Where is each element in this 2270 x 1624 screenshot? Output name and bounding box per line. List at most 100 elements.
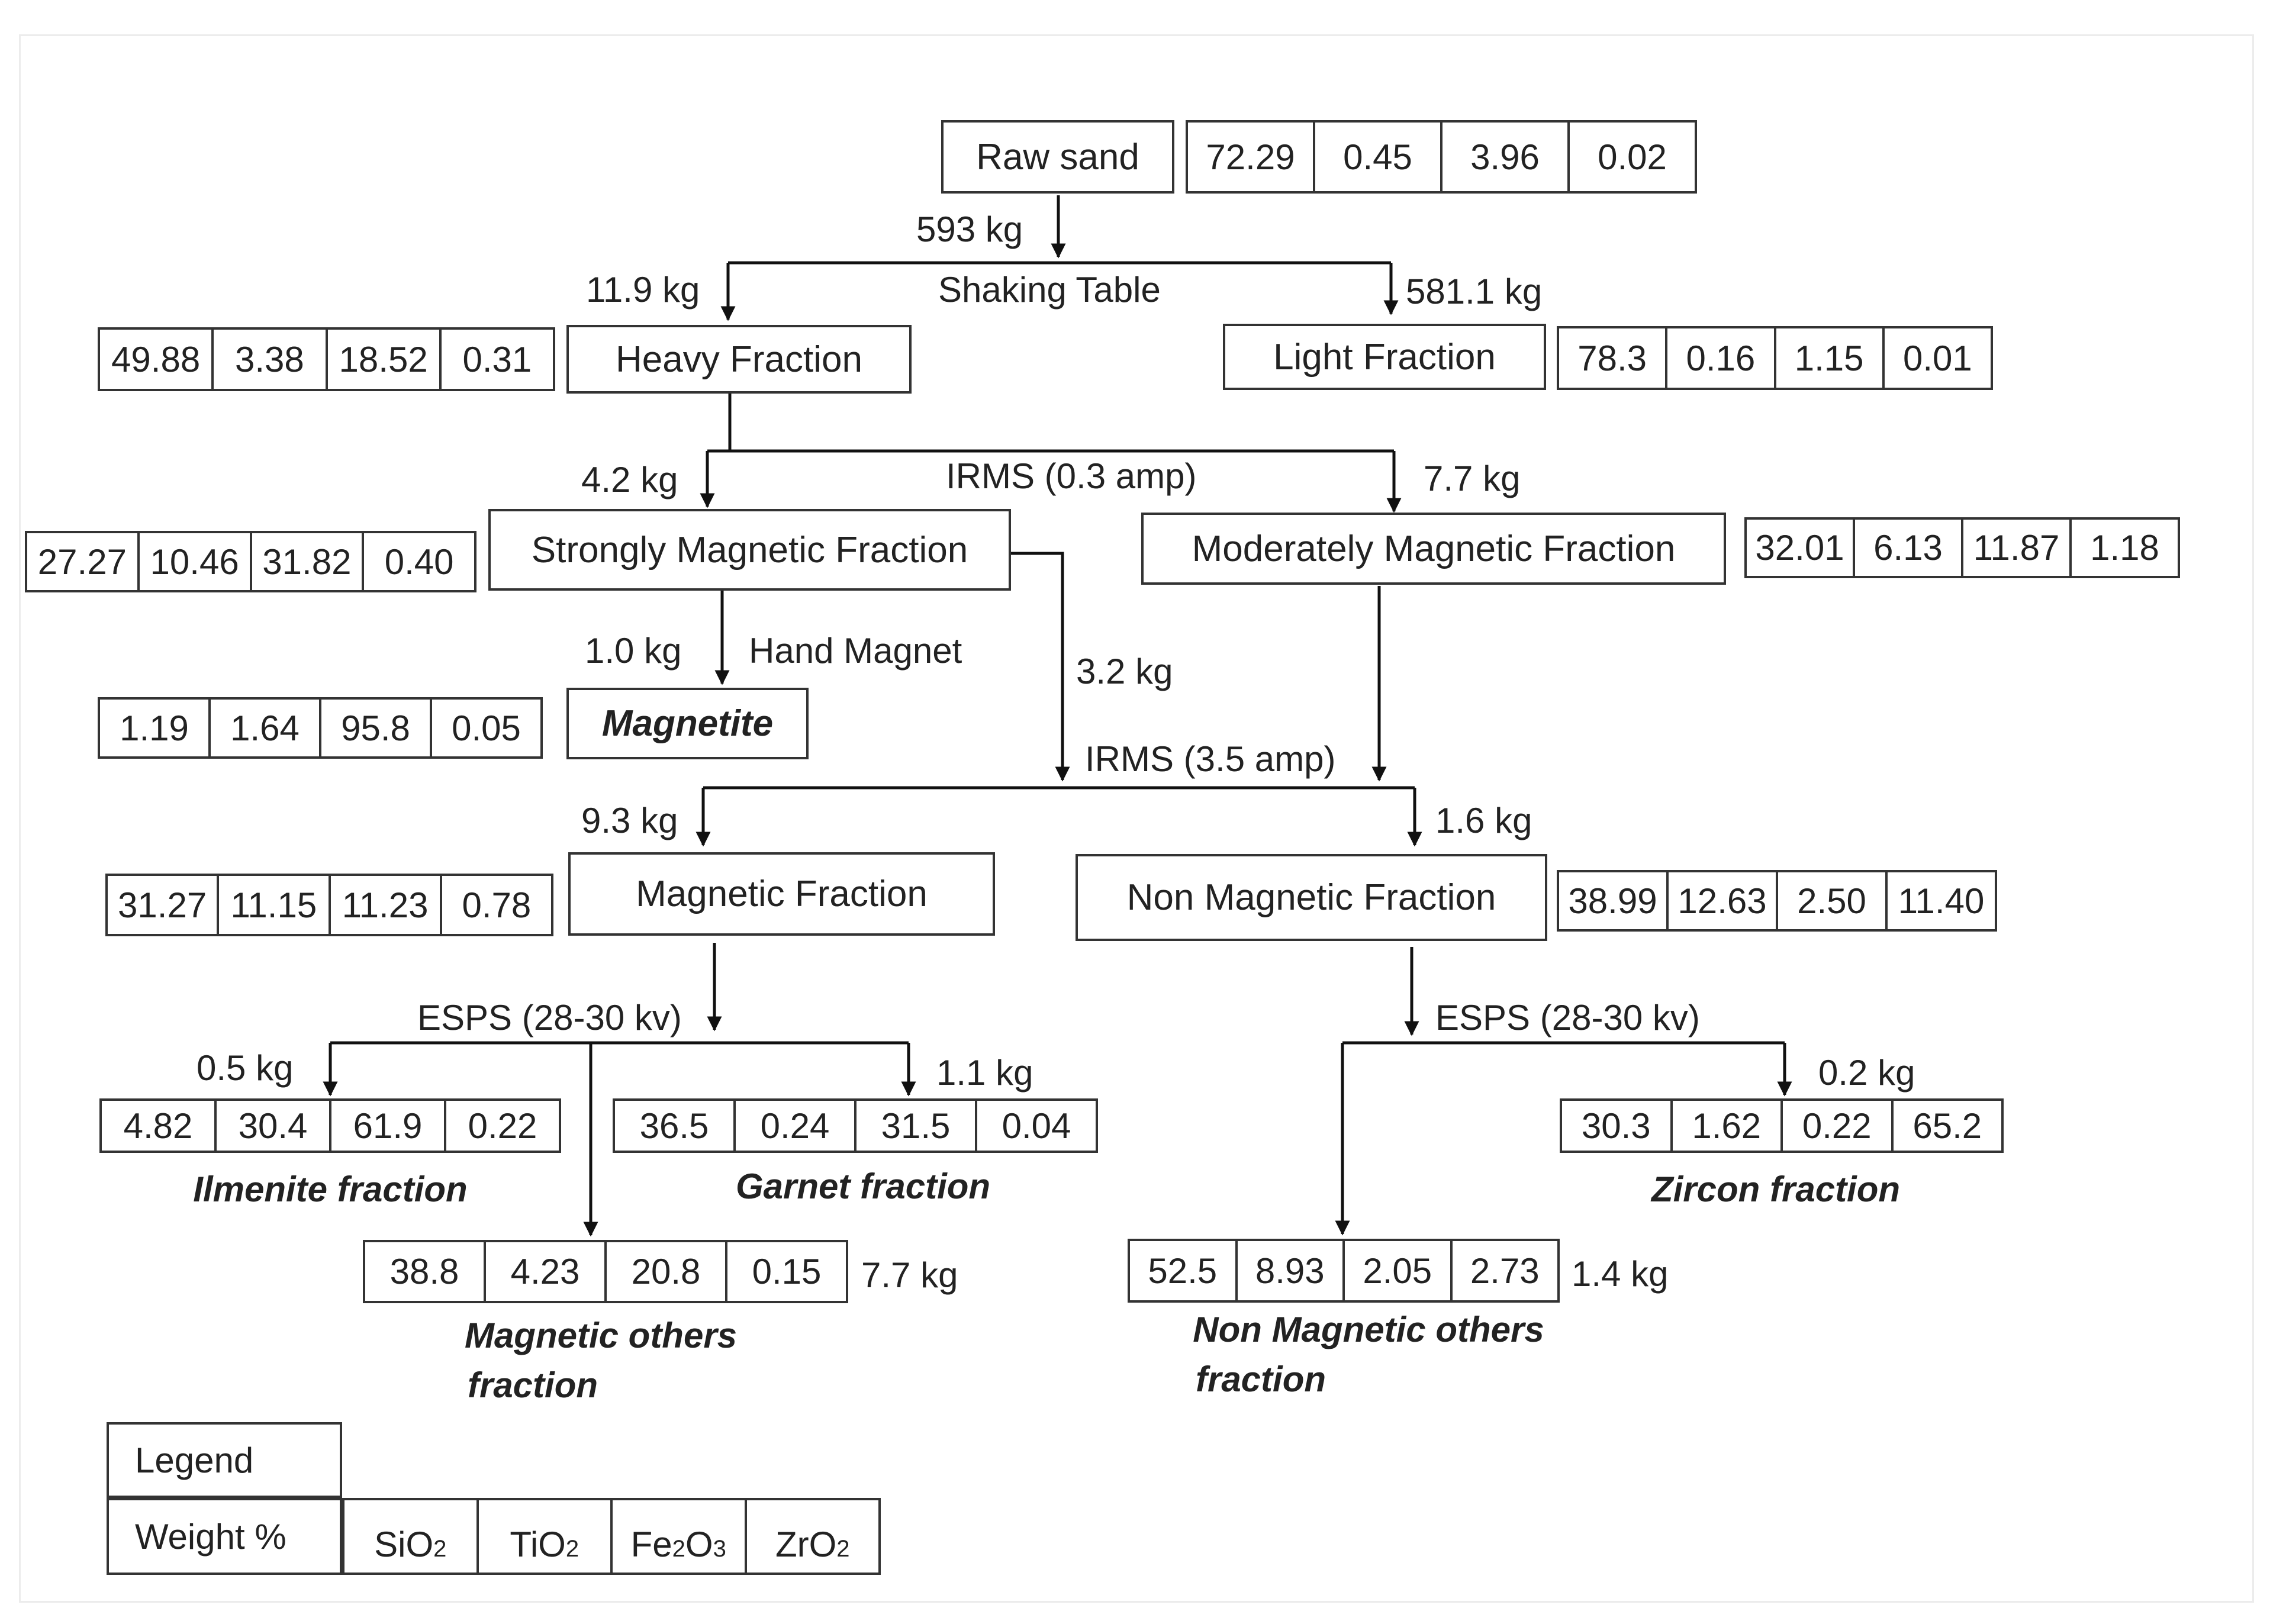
weight-magnetite: 1.0 kg	[585, 631, 682, 671]
weight-heavy-fraction: 11.9 kg	[586, 270, 700, 310]
node-moderately-magnetic-fraction: Moderately Magnetic Fraction	[1141, 513, 1726, 585]
legend-oxide-oxygen: O	[685, 1525, 713, 1564]
product-label-magnetic-others-line2: fraction	[467, 1365, 598, 1405]
label-irms-03: IRMS (0.3 amp)	[946, 456, 1197, 496]
composition-cell: 20.8	[604, 1242, 725, 1301]
legend-oxide-element: Zr	[775, 1525, 809, 1564]
composition-cell: 0.05	[430, 700, 540, 756]
weight-garnet: 1.1 kg	[936, 1053, 1033, 1093]
composition-cell: 12.63	[1666, 872, 1776, 929]
legend-oxide-oxygen: O	[405, 1525, 434, 1564]
label-irms-35: IRMS (3.5 amp)	[1085, 739, 1336, 779]
composition-cell: 0.40	[362, 533, 474, 590]
node-light-fraction: Light Fraction	[1223, 324, 1546, 390]
composition-cell: 1.15	[1773, 328, 1882, 388]
composition-cell: 1.18	[2069, 520, 2178, 576]
composition-cell: 38.99	[1568, 881, 1657, 921]
composition-cell: 65.2	[1891, 1101, 2002, 1151]
composition-cell: 0.15	[725, 1242, 846, 1301]
product-label-magnetic-others-line1: Magnetic others	[464, 1316, 738, 1355]
product-label-non-magnetic-others-line2: fraction	[1195, 1359, 1326, 1399]
composition-cell: 10.46	[137, 533, 250, 590]
composition-cell: 32.01	[1755, 528, 1844, 568]
composition-cell: 1.62	[1670, 1101, 1781, 1151]
legend-oxide-element: Si	[374, 1525, 406, 1564]
composition-cell: 1.64	[208, 700, 319, 756]
composition-cell: 11.23	[328, 876, 440, 934]
node-magnetic-fraction: Magnetic Fraction	[568, 852, 995, 936]
product-label-zircon: Zircon fraction	[1651, 1169, 1901, 1209]
node-magnetite: Magnetite	[566, 688, 809, 759]
composition-cell: 0.78	[439, 876, 551, 934]
composition-cell: 78.3	[1577, 338, 1647, 378]
legend-oxide-subscript: 2	[672, 1536, 685, 1562]
node-strongly-magnetic-fraction: Strongly Magnetic Fraction	[488, 509, 1011, 591]
legend-title: Legend	[107, 1422, 342, 1498]
weight-magnetic-others: 7.7 kg	[861, 1255, 958, 1295]
composition-cell: 49.88	[111, 339, 201, 379]
node-non-magnetic-fraction: Non Magnetic Fraction	[1076, 854, 1547, 941]
weight-non-magnetic-others: 1.4 kg	[1572, 1254, 1669, 1294]
weight-light-fraction: 581.1 kg	[1406, 272, 1543, 311]
composition-cell: 3.38	[211, 330, 325, 389]
composition-cell: 0.16	[1665, 328, 1773, 388]
legend-oxide-subscript: 2	[836, 1536, 850, 1562]
legend-oxide-oxygen: O	[809, 1525, 837, 1564]
weight-moderately-magnetic: 7.7 kg	[1424, 459, 1521, 498]
weight-ilmenite: 0.5 kg	[197, 1048, 294, 1088]
legend-oxide-subscript: 2	[565, 1536, 579, 1562]
label-esps-right: ESPS (28-30 kv)	[1435, 998, 1700, 1037]
composition-cell: 27.27	[37, 542, 127, 582]
composition-cell: 11.87	[1961, 520, 2069, 576]
composition-cell: 3.96	[1440, 123, 1567, 191]
composition-cell: 52.5	[1148, 1251, 1218, 1291]
weight-magnetic-fraction: 9.3 kg	[581, 801, 678, 840]
composition-cell: 30.4	[214, 1101, 329, 1151]
node-heavy-fraction: Heavy Fraction	[566, 325, 912, 394]
composition-cell: 8.93	[1235, 1241, 1343, 1300]
product-label-non-magnetic-others-line1: Non Magnetic others	[1193, 1310, 1544, 1349]
composition-cell: 2.73	[1450, 1241, 1558, 1300]
composition-cell: 95.8	[319, 700, 430, 756]
composition-cell: 31.27	[118, 885, 207, 925]
legend-oxide-subscript: 2	[433, 1536, 447, 1562]
weight-non-magnetic-fraction: 1.6 kg	[1435, 801, 1532, 840]
composition-cell: 1.19	[120, 708, 189, 748]
legend-oxide-subscript: 3	[713, 1536, 726, 1562]
composition-cell: 0.04	[975, 1101, 1096, 1151]
composition-cell: 72.29	[1206, 137, 1295, 177]
composition-cell: 0.01	[1882, 328, 1991, 388]
legend-oxide-oxygen: O	[538, 1525, 566, 1564]
label-esps-left: ESPS (28-30 kv)	[417, 998, 682, 1037]
composition-cell: 31.82	[249, 533, 362, 590]
composition-cell: 4.23	[484, 1242, 604, 1301]
product-label-garnet: Garnet fraction	[735, 1167, 991, 1206]
composition-cell: 0.22	[444, 1101, 559, 1151]
weight-strongly-magnetic: 4.2 kg	[581, 460, 678, 500]
composition-cell: 38.8	[389, 1252, 459, 1291]
composition-cell: 11.15	[217, 876, 328, 934]
composition-cell: 6.13	[1853, 520, 1961, 576]
composition-cell: 61.9	[329, 1101, 444, 1151]
composition-cell: 31.5	[854, 1101, 975, 1151]
composition-cell: 18.52	[325, 330, 439, 389]
weight-zircon: 0.2 kg	[1818, 1053, 1915, 1093]
weight-strongly-to-irms: 3.2 kg	[1076, 652, 1173, 691]
diagram-frame	[19, 34, 2254, 1603]
label-hand-magnet: Hand Magnet	[749, 631, 962, 671]
composition-cell: 0.45	[1313, 123, 1440, 191]
